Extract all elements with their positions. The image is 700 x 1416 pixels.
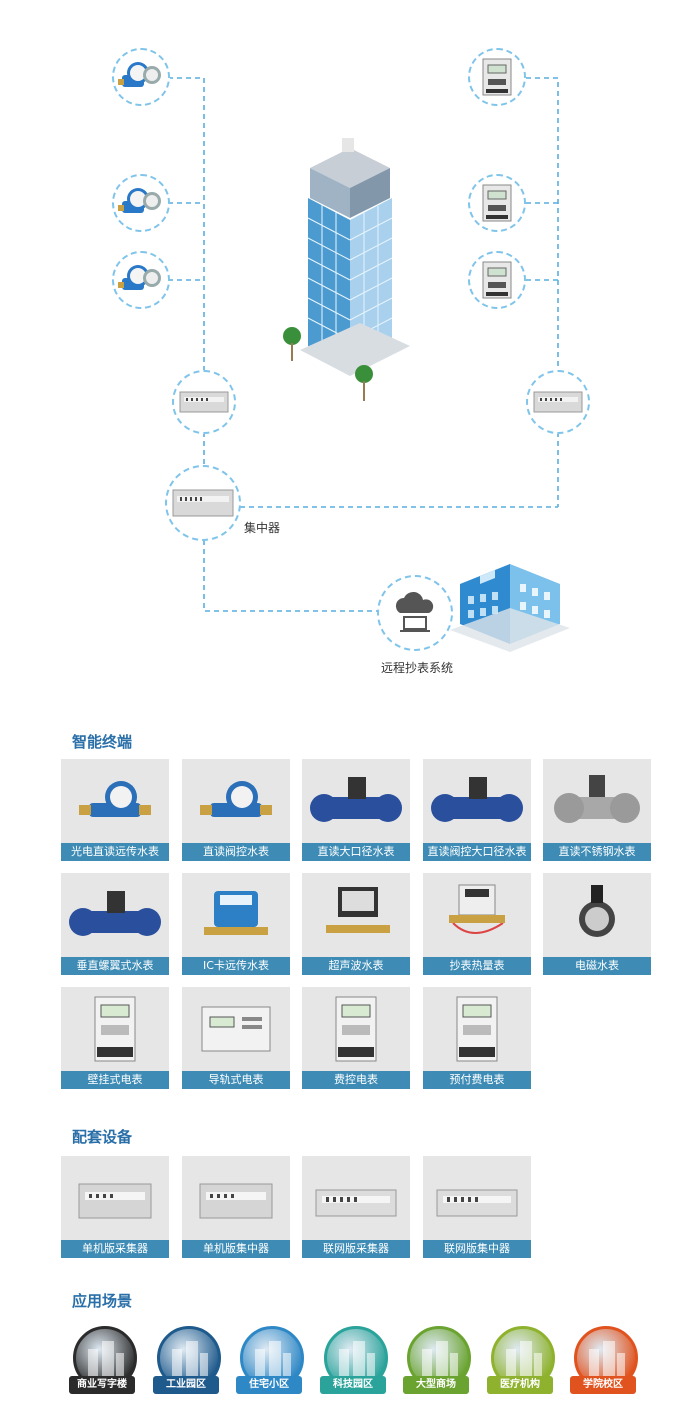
product-card[interactable]: 垂直螺翼式水表	[61, 873, 169, 975]
product-caption: 单机版采集器	[61, 1240, 169, 1258]
product-card[interactable]: 联网版集中器	[423, 1156, 531, 1258]
product-caption: 预付费电表	[423, 1071, 531, 1089]
product-card[interactable]: 导轨式电表	[182, 987, 290, 1089]
water-meter-icon	[118, 188, 161, 213]
scenario-item[interactable]: 学院校区	[570, 1326, 638, 1396]
product-caption: 直读阀控水表	[182, 843, 290, 861]
water-meter-node	[112, 48, 170, 106]
water-meter-icon	[118, 62, 161, 87]
cloud-system-label: 远程抄表系统	[381, 661, 454, 675]
section-title-scenarios: 应用场景	[72, 1292, 133, 1310]
section-title-equipment: 配套设备	[72, 1128, 133, 1146]
scenario-item[interactable]: 住宅小区	[236, 1326, 304, 1396]
scenario-item[interactable]: 医疗机构	[487, 1326, 555, 1396]
small-building-illustration	[450, 564, 570, 652]
product-card[interactable]: 壁挂式电表	[61, 987, 169, 1089]
product-card[interactable]: 单机版采集器	[61, 1156, 169, 1258]
product-card[interactable]: 直读大口径水表	[302, 759, 410, 861]
scenario-label: 住宅小区	[236, 1376, 302, 1394]
product-caption: 壁挂式电表	[61, 1071, 169, 1089]
electric-meter-node	[468, 48, 526, 106]
scenario-label: 科技园区	[320, 1376, 386, 1394]
scenario-item[interactable]: 大型商场	[403, 1326, 471, 1396]
cloud-laptop-icon	[395, 591, 434, 632]
product-caption: 垂直螺翼式水表	[61, 957, 169, 975]
water-meter-icon	[118, 265, 161, 290]
collector-device-icon	[179, 391, 229, 413]
electric-meter-icon	[482, 184, 512, 222]
product-caption: 联网版集中器	[423, 1240, 531, 1258]
product-caption: IC卡远传水表	[182, 957, 290, 975]
scenario-label: 学院校区	[570, 1376, 636, 1394]
scenario-label: 医疗机构	[487, 1376, 553, 1394]
collector-node	[526, 370, 590, 434]
product-caption: 联网版采集器	[302, 1240, 410, 1258]
scenario-item[interactable]: 商业写字楼	[69, 1326, 137, 1396]
product-caption: 导轨式电表	[182, 1071, 290, 1089]
product-card[interactable]: 直读阀控大口径水表	[423, 759, 531, 861]
collector-device-icon	[533, 391, 583, 413]
product-card[interactable]: 抄表热量表	[423, 873, 531, 975]
electric-meter-icon	[482, 261, 512, 299]
water-meter-node	[112, 251, 170, 309]
product-caption: 费控电表	[302, 1071, 410, 1089]
product-card[interactable]: 单机版集中器	[182, 1156, 290, 1258]
concentrator-node	[165, 465, 241, 541]
scenario-item[interactable]: 科技园区	[320, 1326, 388, 1396]
product-caption: 直读阀控大口径水表	[423, 843, 531, 861]
water-meter-node	[112, 174, 170, 232]
product-caption: 单机版集中器	[182, 1240, 290, 1258]
concentrator-label: 集中器	[244, 521, 281, 535]
scenario-item[interactable]: 工业园区	[153, 1326, 221, 1396]
product-caption: 直读大口径水表	[302, 843, 410, 861]
scenario-label: 工业园区	[153, 1376, 219, 1394]
product-caption: 电磁水表	[543, 957, 651, 975]
product-card[interactable]: 直读阀控水表	[182, 759, 290, 861]
scenario-label: 商业写字楼	[69, 1376, 135, 1394]
product-card[interactable]: 预付费电表	[423, 987, 531, 1089]
electric-meter-icon	[482, 58, 512, 96]
electric-meter-node	[468, 251, 526, 309]
product-card[interactable]: 超声波水表	[302, 873, 410, 975]
product-card[interactable]: 费控电表	[302, 987, 410, 1089]
product-card[interactable]: 光电直读远传水表	[61, 759, 169, 861]
product-caption: 超声波水表	[302, 957, 410, 975]
product-caption: 光电直读远传水表	[61, 843, 169, 861]
collector-node	[172, 370, 236, 434]
product-card[interactable]: 直读不锈钢水表	[543, 759, 651, 861]
product-card[interactable]: 电磁水表	[543, 873, 651, 975]
office-tower-illustration	[283, 138, 410, 401]
product-caption: 抄表热量表	[423, 957, 531, 975]
connection-lines	[168, 77, 559, 612]
product-card[interactable]: 联网版采集器	[302, 1156, 410, 1258]
cloud-system-node	[377, 575, 453, 651]
product-caption: 直读不锈钢水表	[543, 843, 651, 861]
scenario-label: 大型商场	[403, 1376, 469, 1394]
electric-meter-node	[468, 174, 526, 232]
product-card[interactable]: IC卡远传水表	[182, 873, 290, 975]
concentrator-device-icon	[172, 489, 234, 517]
section-title-terminals: 智能终端	[72, 733, 133, 751]
